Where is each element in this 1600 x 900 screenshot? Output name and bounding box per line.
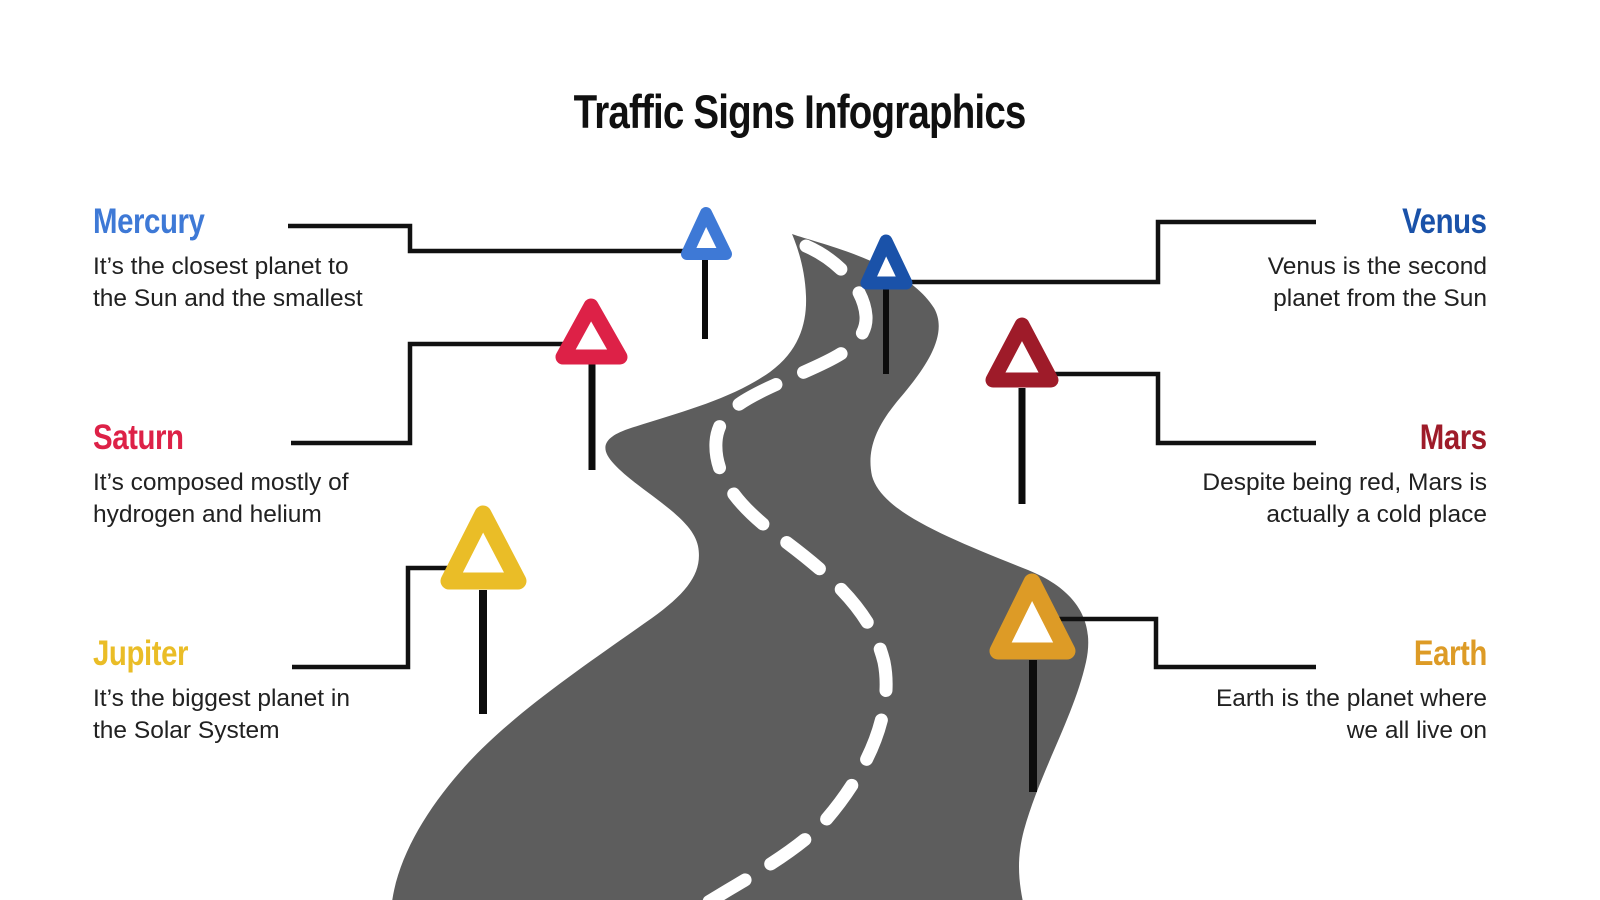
mercury-connector-line [288, 223, 700, 254]
venus-label-block: Venus Venus is the second planet from th… [1067, 200, 1488, 315]
earth-sign-icon [989, 573, 1076, 660]
earth-label-block: Earth Earth is the planet where we all l… [1067, 632, 1487, 747]
earth-name: Earth [1413, 634, 1487, 673]
mars-name: Mars [1420, 418, 1487, 457]
road-center-dashes [699, 239, 893, 900]
jupiter-description: It’s the biggest planet in the Solar Sys… [93, 685, 350, 744]
saturn-sign-icon [555, 298, 628, 365]
venus-sign-icon [860, 234, 913, 290]
page-title: Traffic Signs Infographics [574, 85, 1027, 138]
jupiter-label-block: Jupiter It’s the biggest planet in the S… [93, 632, 513, 747]
saturn-label-block: Saturn It’s composed mostly of hydrogen … [93, 416, 513, 531]
mars-connector-line [1042, 371, 1316, 446]
jupiter-connector-line [292, 565, 460, 670]
mars-description: Despite being red, Mars is actually a co… [1202, 469, 1487, 528]
saturn-name: Saturn [93, 418, 184, 457]
mars-sign-icon [985, 317, 1059, 388]
mercury-name: Mercury [93, 202, 205, 241]
earth-connector-line [1048, 616, 1316, 670]
mercury-sign-icon [681, 207, 732, 260]
venus-description: Venus is the second planet from the Sun [1267, 253, 1487, 312]
venus-connector-line [898, 219, 1316, 285]
jupiter-name: Jupiter [93, 634, 189, 673]
saturn-description: It’s composed mostly of hydrogen and hel… [93, 469, 349, 528]
earth-description: Earth is the planet where we all live on [1215, 685, 1487, 744]
mars-label-block: Mars Despite being red, Mars is actually… [1067, 416, 1487, 531]
road-shape [392, 234, 1089, 900]
saturn-connector-line [291, 341, 580, 446]
mercury-description: It’s the closest planet to the Sun and t… [93, 253, 363, 312]
mercury-label-block: Mercury It’s the closest planet to the S… [93, 200, 513, 315]
jupiter-sign-icon [440, 505, 527, 590]
venus-name: Venus [1402, 202, 1487, 241]
